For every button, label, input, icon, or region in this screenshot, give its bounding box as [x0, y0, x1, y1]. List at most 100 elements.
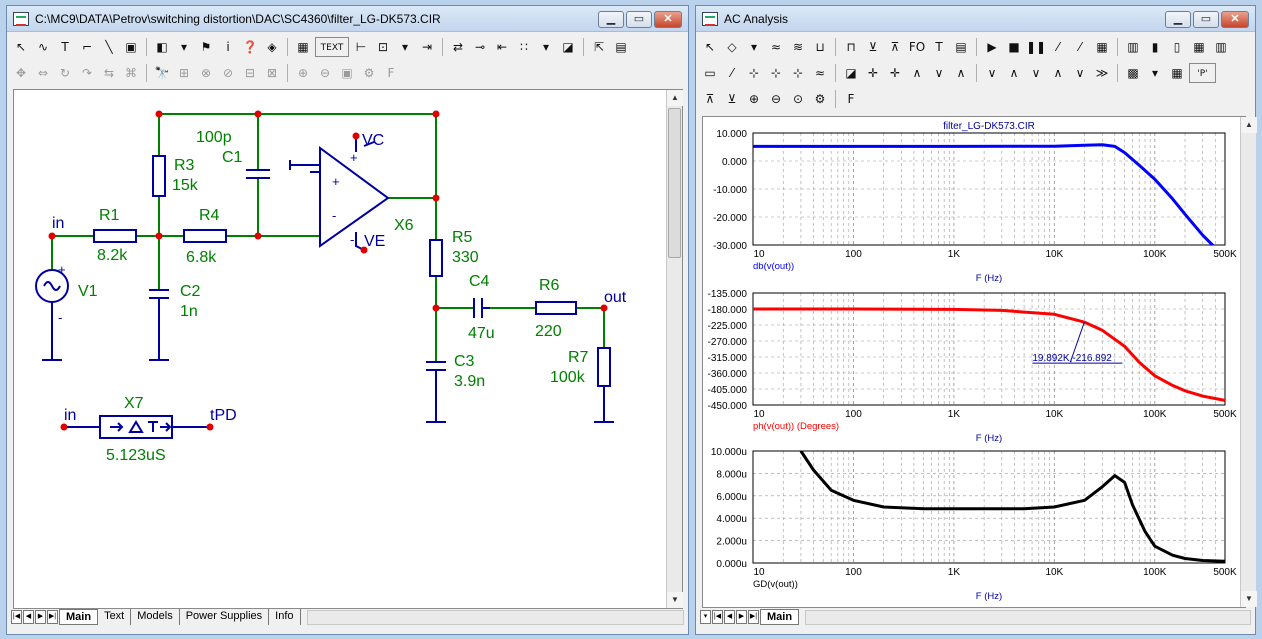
- schematic-window[interactable]: C:\MC9\DATA\Petrov\switching distortion\…: [6, 5, 689, 635]
- ac-scroll-up-icon[interactable]: ▲: [1241, 117, 1257, 133]
- ac-row3-tool-2[interactable]: ⊕: [748, 92, 760, 106]
- schematic-row2-tool-13[interactable]: ⊖: [319, 66, 331, 80]
- ac-row2-tool-21[interactable]: 'P': [1189, 63, 1216, 83]
- schematic-tool-2[interactable]: T: [61, 40, 69, 54]
- schematic-tool-22[interactable]: ▾: [542, 40, 550, 54]
- schematic-row2-tool-3[interactable]: ↷: [81, 66, 93, 80]
- ac-vscrollbar[interactable]: ▲ ▼: [1240, 117, 1257, 607]
- schematic-tool-5[interactable]: ▣: [125, 40, 137, 54]
- ac-tool-8[interactable]: ⊼: [890, 40, 900, 54]
- schematic-tool-19[interactable]: ⊸: [474, 40, 486, 54]
- ac-tool-16[interactable]: ⁄: [1078, 40, 1081, 54]
- ac-row3-tool-4[interactable]: ⊙: [792, 92, 804, 106]
- tab-text[interactable]: Text: [98, 609, 132, 625]
- ac-row2-tool-2[interactable]: ⊹: [748, 66, 760, 80]
- ac-row2-tool-11[interactable]: ∧: [956, 66, 966, 80]
- ac-first-tab-button[interactable]: |◀: [712, 610, 723, 624]
- ac-tool-22[interactable]: ▥: [1215, 40, 1227, 54]
- schematic-tool-8[interactable]: ⚑: [200, 40, 212, 54]
- schematic-tool-0[interactable]: ↖: [15, 40, 27, 54]
- schematic-titlebar[interactable]: C:\MC9\DATA\Petrov\switching distortion\…: [7, 6, 688, 32]
- tab-info[interactable]: Info: [269, 609, 301, 625]
- schematic-tool-23[interactable]: ◪: [562, 40, 574, 54]
- ac-row2-tool-14[interactable]: ∨: [1031, 66, 1041, 80]
- ac-row2-tool-4[interactable]: ⊹: [792, 66, 804, 80]
- schematic-row2-tool-12[interactable]: ⊕: [297, 66, 309, 80]
- schematic-tool-3[interactable]: ⌐: [81, 40, 93, 54]
- ac-scroll-down-icon[interactable]: ▼: [1241, 591, 1257, 607]
- ac-row2-tool-3[interactable]: ⊹: [770, 66, 782, 80]
- schematic-row2-tool-6[interactable]: 🔭: [154, 66, 170, 80]
- schematic-row2-tool-15[interactable]: ⚙: [363, 66, 375, 80]
- ac-row3-tool-3[interactable]: ⊖: [770, 92, 782, 106]
- schematic-row2-tool-5[interactable]: ⌘: [125, 66, 137, 80]
- schematic-tool-21[interactable]: ∷: [520, 40, 528, 54]
- schematic-row2-tool-9[interactable]: ⊘: [222, 66, 234, 80]
- ac-close-button[interactable]: ✕: [1221, 11, 1249, 28]
- ac-hscrollbar[interactable]: [805, 609, 1251, 625]
- schematic-tool-15[interactable]: ⊡: [377, 40, 389, 54]
- ac-row3-tool-5[interactable]: ⚙: [814, 92, 826, 106]
- schematic-tool-25[interactable]: ▤: [615, 40, 627, 54]
- schematic-tool-4[interactable]: ╲: [105, 40, 113, 54]
- ac-tool-6[interactable]: ⊓: [846, 40, 856, 54]
- first-tab-button[interactable]: |◀: [11, 610, 22, 624]
- schematic-row2-tool-16[interactable]: F: [387, 66, 395, 80]
- ac-row2-tool-5[interactable]: ≈: [814, 66, 826, 80]
- schematic-tool-17[interactable]: ⇥: [421, 40, 433, 54]
- ac-row2-tool-17[interactable]: ≫: [1095, 66, 1109, 80]
- tab-power-supplies[interactable]: Power Supplies: [180, 609, 270, 625]
- schematic-tool-7[interactable]: ▾: [180, 40, 188, 54]
- schematic-tool-11[interactable]: ◈: [267, 40, 277, 54]
- ac-minimize-button[interactable]: ▁: [1165, 11, 1191, 28]
- ac-prev-tab-button[interactable]: ◀: [724, 610, 735, 624]
- ac-tool-12[interactable]: ▶: [987, 40, 997, 54]
- ac-tool-10[interactable]: T: [935, 40, 943, 54]
- ac-row2-tool-7[interactable]: ✛: [867, 66, 879, 80]
- schematic-row2-tool-11[interactable]: ⊠: [266, 66, 278, 80]
- ac-row2-tool-13[interactable]: ∧: [1009, 66, 1019, 80]
- ac-row2-tool-6[interactable]: ◪: [845, 66, 857, 80]
- ac-tool-7[interactable]: ⊻: [868, 40, 878, 54]
- maximize-button[interactable]: ▭: [626, 11, 652, 28]
- ac-row2-tool-12[interactable]: ∨: [987, 66, 997, 80]
- ac-row2-tool-10[interactable]: ∨: [934, 66, 944, 80]
- ac-tool-1[interactable]: ◇: [727, 40, 737, 54]
- schematic-row2-tool-2[interactable]: ↻: [59, 66, 71, 80]
- ac-last-tab-button[interactable]: ▶|: [748, 610, 759, 624]
- ac-tool-5[interactable]: ⊔: [815, 40, 825, 54]
- ac-tab-main[interactable]: Main: [760, 609, 800, 625]
- ac-tool-13[interactable]: ■: [1008, 40, 1020, 54]
- ac-tool-18[interactable]: ▥: [1127, 40, 1139, 54]
- ac-next-tab-button[interactable]: ▶: [736, 610, 747, 624]
- schematic-tool-1[interactable]: ∿: [37, 40, 49, 54]
- schematic-row2-tool-10[interactable]: ⊟: [244, 66, 256, 80]
- ac-tool-2[interactable]: ▾: [750, 40, 758, 54]
- ac-dropdown-button[interactable]: ▾: [700, 610, 711, 624]
- schematic-row2-tool-14[interactable]: ▣: [341, 66, 353, 80]
- last-tab-button[interactable]: ▶|: [47, 610, 58, 624]
- ac-row2-tool-9[interactable]: ∧: [912, 66, 922, 80]
- ac-row2-tool-20[interactable]: ▦: [1171, 66, 1183, 80]
- ac-row2-tool-18[interactable]: ▩: [1127, 66, 1139, 80]
- ac-tool-4[interactable]: ≋: [792, 40, 804, 54]
- ac-row2-tool-16[interactable]: ∨: [1075, 66, 1085, 80]
- ac-row2-tool-15[interactable]: ∧: [1053, 66, 1063, 80]
- schematic-row2-tool-0[interactable]: ✥: [15, 66, 27, 80]
- ac-row2-tool-8[interactable]: ✛: [889, 66, 901, 80]
- schematic-tool-9[interactable]: i: [226, 40, 230, 54]
- ac-row3-tool-0[interactable]: ⊼: [705, 92, 715, 106]
- ac-row2-tool-1[interactable]: ⁄: [730, 66, 733, 80]
- ac-maximize-button[interactable]: ▭: [1193, 11, 1219, 28]
- ac-row3-tool-1[interactable]: ⊻: [727, 92, 737, 106]
- ac-tool-14[interactable]: ❚❚: [1026, 40, 1047, 54]
- schematic-tool-10[interactable]: ❓: [242, 40, 258, 54]
- schematic-tool-13[interactable]: TEXT: [315, 37, 349, 57]
- tab-models[interactable]: Models: [131, 609, 180, 625]
- schematic-row2-tool-1[interactable]: ⇔: [37, 66, 49, 80]
- minimize-button[interactable]: ▁: [598, 11, 624, 28]
